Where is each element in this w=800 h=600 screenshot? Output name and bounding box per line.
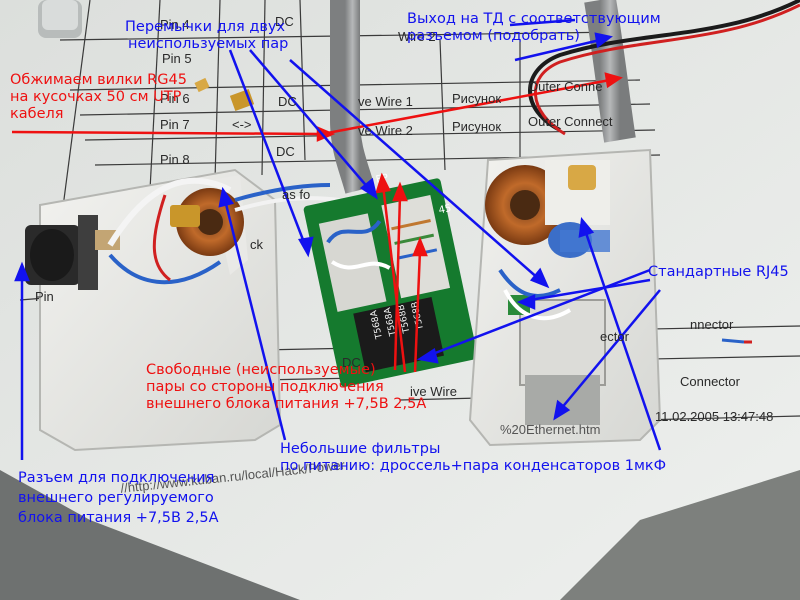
annotation-power-jack-line3: блока питания +7,5В 2,5А xyxy=(18,510,219,526)
table-surface xyxy=(0,470,300,600)
annotation-power-jack: Разъем для подключения внешнего регулиру… xyxy=(18,468,219,528)
annotation-crimp-line1: Обжимаем вилки RG45 xyxy=(10,72,187,88)
sheet-left-pin: Pin xyxy=(35,289,54,304)
sheet-connector2: Outer Connect xyxy=(528,114,613,129)
loose-wire xyxy=(721,338,745,344)
sheet-left-ck: ck xyxy=(250,237,263,252)
annotation-jumpers: Перемычки для двух неиспользуемых пар xyxy=(125,19,288,53)
middle-pcb: EP 45 T568A T568A T568B T568B xyxy=(303,172,478,387)
annotation-jumpers-line1: Перемычки для двух xyxy=(125,19,286,35)
utp-cable-left xyxy=(330,0,375,194)
annotation-standard-rj45: Стандартные RJ45 xyxy=(648,264,789,280)
sheet-arrow: <-> xyxy=(232,117,252,132)
blue-arrows xyxy=(14,18,662,460)
annotation-power-jack-line1: Разъем для подключения xyxy=(18,470,215,486)
sheet-picture2: Рисунок xyxy=(452,119,502,134)
sheet-pin7: Pin 7 xyxy=(160,117,190,132)
annotation-power-jack-line2: внешнего регулируемого xyxy=(18,490,214,506)
annotation-crimp-line2: на кусочках 50 см UTP xyxy=(10,89,182,105)
sheet-pin4: Pin 4 xyxy=(160,17,190,32)
right-housing xyxy=(468,148,662,447)
loose-component-2 xyxy=(194,77,210,93)
sheet-picture1: Рисунок xyxy=(452,91,502,106)
annotation-output-line1: Выход на ТД с соответствующим xyxy=(407,11,661,27)
sheet-pin5: Pin 5 xyxy=(162,51,192,66)
sheet-right-connector1: nnector xyxy=(690,317,734,332)
sheet-as-fo: as fo xyxy=(282,187,311,202)
pcb-label-45: 45 xyxy=(438,203,453,216)
annotation-crimp: Обжимаем вилки RG45 на кусочках 50 см UT… xyxy=(10,72,187,123)
sheet-right-connector2: Connector xyxy=(680,374,740,389)
red-arrows xyxy=(11,72,623,373)
capacitor-top xyxy=(38,0,82,38)
annotation-crimp-line3: кабеля xyxy=(10,106,64,122)
sheet-connector1: Outer Conne xyxy=(528,79,603,94)
sheet-wire1: ve Wire 1 xyxy=(358,94,413,109)
annotation-free-pairs-line3: внешнего блока питания +7,5В 2,5А xyxy=(146,396,427,412)
annotation-output: Выход на ТД с соответствующим разъемом (… xyxy=(407,11,661,45)
sheet-wire-lower: ive Wire xyxy=(410,384,457,399)
table-surface-right xyxy=(560,470,800,600)
annotation-output-line2: разъемом (подобрать) xyxy=(407,28,580,44)
annotation-jumpers-line2: неиспользуемых пар xyxy=(128,36,289,52)
annotation-filters-line2: по питанию: дроссель+пара конденсаторов … xyxy=(280,458,667,474)
red-black-wire xyxy=(528,0,800,132)
annotation-free-pairs: Свободные (неиспользуемые) пары со сторо… xyxy=(146,362,426,413)
sheet-dc-lower: DC xyxy=(342,355,361,370)
annotation-filters: Небольшие фильтры по питанию: дроссель+п… xyxy=(280,441,666,475)
sheet-dc2: DC xyxy=(278,94,297,109)
sheet-timestamp: 11.02.2005 13:47:48 xyxy=(655,409,774,424)
sheet-right-connector3: ector xyxy=(600,329,629,344)
annotation-free-pairs-line1: Свободные (неиспользуемые) xyxy=(146,362,376,378)
sheet-wire2-top: Wire 2 xyxy=(398,29,436,44)
sheet-dc1: DC xyxy=(275,14,294,29)
sheet-pin8: Pin 8 xyxy=(160,152,190,167)
sheet-pin6: Pin 6 xyxy=(160,91,190,106)
annotation-free-pairs-line2: пары со стороны подключения xyxy=(146,379,384,395)
sheet-url2: %20Ethernet.htm xyxy=(500,422,601,437)
annotation-filters-line1: Небольшие фильтры xyxy=(280,441,441,457)
sheet-dc3: DC xyxy=(276,144,295,159)
sheet-wire2: ve Wire 2 xyxy=(358,123,413,138)
